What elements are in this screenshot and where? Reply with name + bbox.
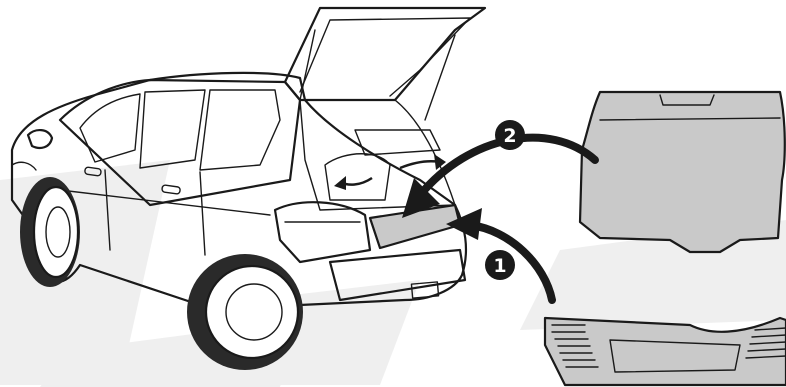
step-marker-1: 1 [485, 250, 515, 280]
rear-sill-trim-panel [545, 318, 786, 385]
step-marker-1-label: 1 [493, 255, 506, 277]
load-floor-cover-panel [580, 92, 785, 252]
step-marker-2: 2 [495, 120, 525, 150]
curved-arrow-step-2 [402, 138, 595, 218]
step-marker-2-label: 2 [503, 125, 516, 147]
